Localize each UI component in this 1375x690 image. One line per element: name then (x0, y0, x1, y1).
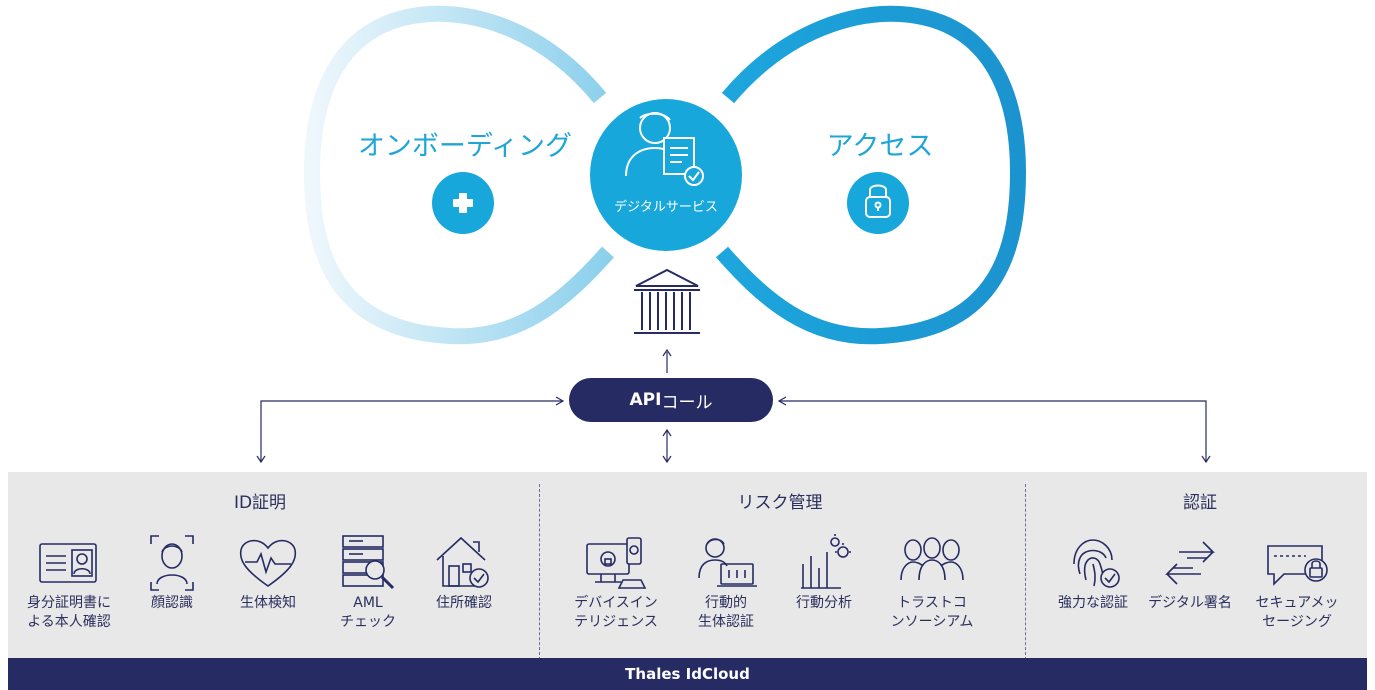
tile-behavioral-biometrics: 行動的 生体認証 (666, 534, 786, 632)
tile-label: 行動的 生体認証 (698, 595, 754, 630)
tile-behavioral-analytics: 行動分析 (764, 534, 884, 613)
tile-label: セキュアメッ セージング (1255, 595, 1339, 630)
section-divider-2 (1025, 484, 1026, 660)
tile-label: 身分証明書に よる本人確認 (27, 595, 111, 630)
device-monitor-icon (586, 537, 647, 589)
tile-liveness-detection: 生体検知 (208, 534, 328, 613)
section-title-risk-management: リスク管理 (737, 493, 823, 513)
tile-label: 行動分析 (796, 595, 852, 611)
person-laptop-icon (698, 538, 757, 587)
tile-label: トラストコ ンソーシアム (890, 595, 974, 630)
server-search-icon (342, 535, 395, 590)
capabilities-panel (8, 472, 1367, 658)
onboarding-label: オンボーディング (357, 131, 573, 162)
tile-label: AML チェック (340, 595, 396, 630)
digital-service-label: デジタルサービス (614, 200, 718, 215)
house-check-icon (436, 536, 489, 588)
api-label-rest: コール (661, 392, 713, 413)
bar-chart-gears-icon (801, 534, 851, 589)
lock-icon (865, 184, 891, 218)
user-document-check-icon (625, 112, 704, 186)
tile-digital-signature: デジタル署名 (1130, 534, 1250, 613)
section-title-id-proofing: ID証明 (233, 493, 287, 513)
tile-label: 住所確認 (436, 595, 492, 611)
tile-label: 顔認識 (151, 595, 193, 611)
tile-label: 強力な認証 (1058, 595, 1128, 611)
tile-aml-check: AML チェック (308, 534, 428, 632)
tile-id-document: 身分証明書に よる本人確認 (9, 534, 129, 632)
infinity-diagram (256, 5, 1211, 464)
face-recognition-icon (150, 535, 194, 591)
exchange-arrows-icon (1165, 541, 1215, 585)
section-title-authentication: 認証 (1183, 493, 1217, 513)
tile-device-intelligence: デバイスイン テリジェンス (556, 534, 676, 632)
id-card-icon (39, 543, 97, 583)
api-label-bold: API (629, 390, 662, 410)
tile-trust-consortium: トラストコ ンソーシアム (872, 534, 992, 632)
footer-bar: Thales IdCloud (8, 658, 1367, 690)
bank-building-icon (634, 268, 700, 334)
tile-strong-authentication: 強力な認証 (1033, 534, 1153, 613)
tile-label: デバイスイン テリジェンス (574, 595, 658, 630)
onboarding-loop (303, 5, 614, 345)
message-lock-icon (1267, 545, 1328, 586)
tile-label: デジタル署名 (1148, 595, 1232, 611)
footer-label: Thales IdCloud (625, 665, 750, 683)
access-loop (715, 5, 1027, 345)
tile-label: 生体検知 (240, 595, 296, 611)
heart-pulse-icon (239, 539, 297, 587)
tile-secure-messaging: セキュアメッ セージング (1237, 534, 1357, 632)
plus-icon (453, 193, 473, 213)
section-divider-1 (539, 484, 540, 660)
tile-address-verification: 住所確認 (404, 534, 524, 613)
access-label: アクセス (826, 131, 934, 162)
fingerprint-check-icon (1073, 539, 1120, 588)
tile-face-recognition: 顔認識 (112, 534, 232, 613)
connector-lines (256, 348, 1211, 464)
group-people-icon (900, 537, 964, 581)
